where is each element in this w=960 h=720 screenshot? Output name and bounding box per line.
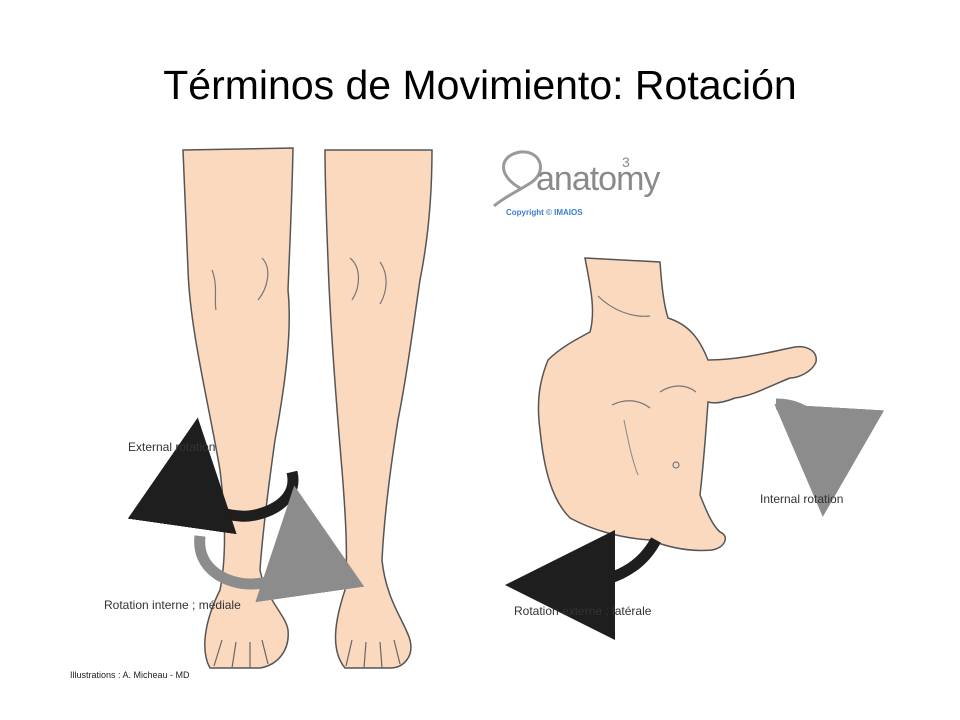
left-leg [182,147,294,669]
torso-figure [537,257,817,552]
illustration-credit: Illustrations : A. Micheau - MD [70,670,190,680]
label-internal-rotation: Internal rotation [760,492,844,506]
label-external-rotation: External rotation [128,440,216,454]
internal-rotation-leg-arrow [194,485,365,603]
label-rotation-externe: Rotation externe ; latérale [514,604,652,618]
right-leg [324,149,433,669]
copyright-text: Copyright © IMAIOS [506,208,583,217]
internal-rotation-arm-arrow [774,398,885,517]
logo-text: anatomy [536,160,660,198]
label-rotation-interne: Rotation interne ; médiale [104,598,241,612]
logo-swirl [493,150,542,208]
slide-title: Términos de Movimiento: Rotación [163,62,797,108]
logo-superscript: 3 [622,154,630,170]
external-rotation-arm-arrow [505,529,661,640]
